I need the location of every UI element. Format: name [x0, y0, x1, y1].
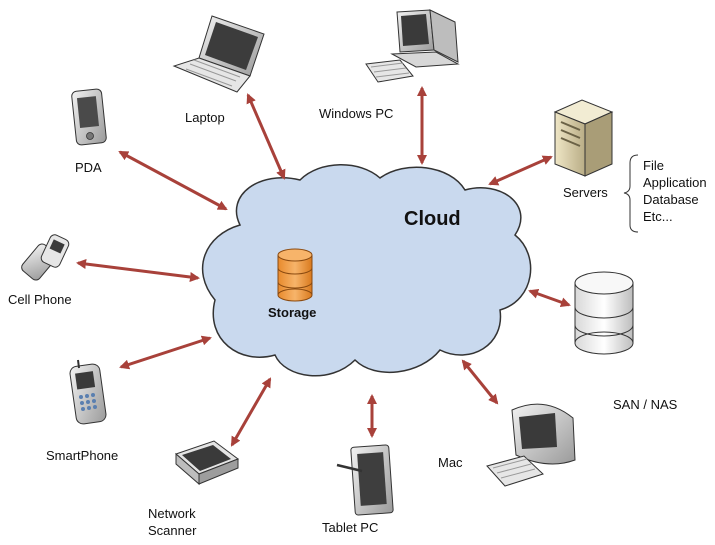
mac-icon [486, 403, 576, 487]
san-nas-label: SAN / NAS [613, 397, 678, 412]
server-role-application: Application [643, 175, 707, 190]
desktop-pc-icon [365, 9, 460, 83]
arrow-scanner [230, 377, 272, 447]
arrow-san-nas [528, 288, 571, 308]
laptop-label: Laptop [185, 110, 225, 125]
server-role-database: Database [643, 192, 699, 207]
arrow-servers [488, 155, 553, 186]
tablet-icon [336, 444, 394, 516]
smartphone-icon [69, 359, 107, 425]
storage-icon [277, 248, 313, 302]
storage-label: Storage [268, 305, 317, 320]
cloud-title: Cloud [404, 208, 461, 230]
network-scanner-label-line1: Network [148, 506, 196, 521]
smartphone-label: SmartPhone [46, 448, 119, 463]
arrow-pda [118, 150, 228, 211]
server-role-etc: Etc... [643, 209, 673, 224]
pda-icon [71, 88, 107, 146]
cloud-shape [201, 164, 532, 377]
arrow-laptop [246, 93, 286, 180]
cell-phone-label: Cell Phone [8, 292, 72, 307]
server-role-file: File [643, 158, 664, 173]
server-icon [553, 99, 614, 177]
mac-label: Mac [438, 455, 463, 470]
network-scanner-label-line2: Scanner [148, 523, 197, 538]
servers-label: Servers [563, 185, 608, 200]
pda-label: PDA [75, 160, 102, 175]
server-roles-list: File Application Database Etc... [643, 157, 707, 225]
cell-phone-icon [21, 234, 70, 281]
arrow-mac [461, 359, 499, 405]
san-disk-icon [574, 271, 634, 355]
laptop-icon [172, 15, 265, 93]
windows-pc-label: Windows PC [319, 106, 394, 121]
tablet-pc-label: Tablet PC [322, 520, 379, 535]
arrow-cell-phone [76, 259, 200, 282]
arrow-smartphone [119, 335, 212, 370]
scanner-icon [175, 440, 240, 486]
servers-bracket [623, 154, 639, 233]
